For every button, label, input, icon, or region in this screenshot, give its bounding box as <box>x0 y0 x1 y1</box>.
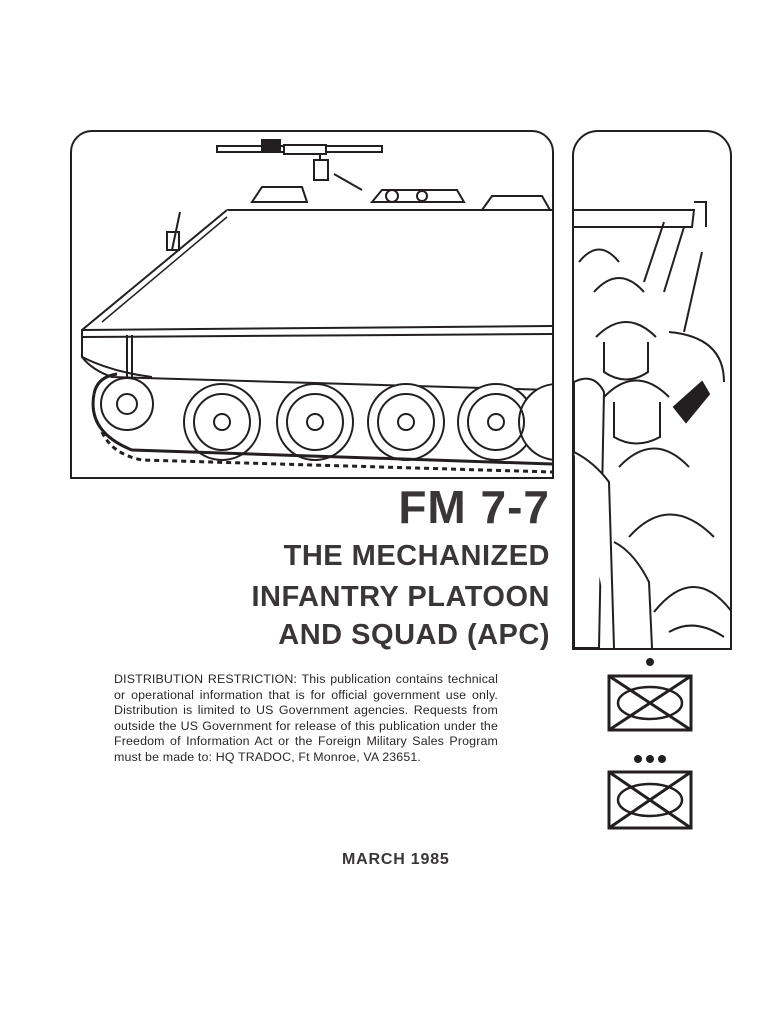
publication-date: MARCH 1985 <box>342 851 450 868</box>
vehicle-illustration <box>70 130 554 479</box>
platoon-unit-symbol <box>606 752 694 832</box>
apc-drawing <box>81 139 552 474</box>
soldiers-illustration <box>572 130 732 650</box>
infantry-squad-icon <box>607 658 693 732</box>
infantry-platoon-icon <box>607 755 693 830</box>
title-line-1: THE MECHANIZED <box>283 540 550 572</box>
squad-unit-symbol <box>606 654 694 734</box>
title-line-3: AND SQUAD (APC) <box>278 619 550 651</box>
title-line-2: INFANTRY PLATOON <box>251 581 550 613</box>
field-manual-number: FM 7-7 <box>398 481 550 533</box>
distribution-restriction: DISTRIBUTION RESTRICTION: This publicati… <box>114 672 498 764</box>
infantry-drawing <box>574 201 730 648</box>
